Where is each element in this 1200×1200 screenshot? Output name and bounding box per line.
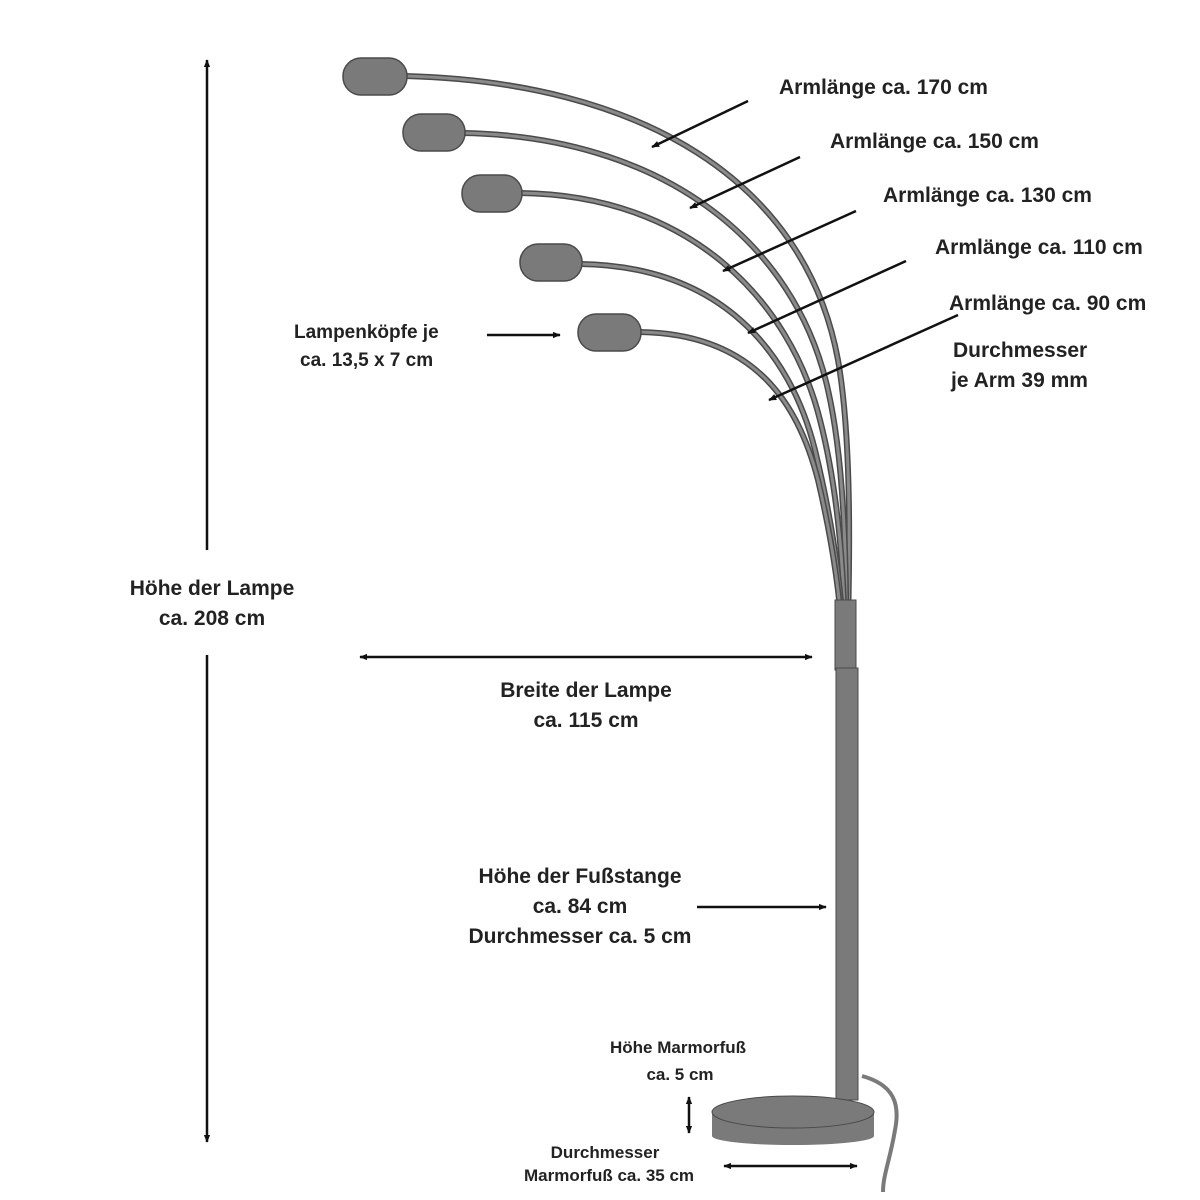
lamp-arm-2 xyxy=(459,130,850,663)
marble-height-line1: Höhe Marmorfuß xyxy=(610,1038,746,1057)
arm-90-arrow xyxy=(768,313,959,402)
marble-height-line2: ca. 5 cm xyxy=(646,1065,713,1084)
marble-diameter-line2: Marmorfuß ca. 35 cm xyxy=(524,1166,694,1185)
lamp-head-2 xyxy=(402,113,466,152)
lamp-upper-pole xyxy=(834,599,857,671)
lamp-head-1 xyxy=(342,57,408,96)
arm-150-arrow xyxy=(689,155,801,210)
power-cable xyxy=(861,1074,899,1193)
arm-diameter-line2: je Arm 39 mm xyxy=(950,369,1088,392)
arm-130-arrow xyxy=(722,209,857,273)
lamp-heads-line2: ca. 13,5 x 7 cm xyxy=(300,350,433,371)
foot-pole-line3: Durchmesser ca. 5 cm xyxy=(469,925,692,948)
height-line1: Höhe der Lampe xyxy=(130,577,295,600)
lamp-head-5 xyxy=(577,313,642,352)
lamp-heads xyxy=(342,57,642,352)
lamp-head-3 xyxy=(461,174,523,213)
height-line2: ca. 208 cm xyxy=(159,607,265,630)
width-line1: Breite der Lampe xyxy=(500,679,672,702)
dimension-arrows xyxy=(203,59,959,1170)
arm-diameter-line1: Durchmesser xyxy=(953,339,1087,362)
lamp-arms xyxy=(402,73,853,663)
lamp-arm-3-fill xyxy=(518,191,847,662)
arm-170-arrow xyxy=(651,99,749,149)
marble-base xyxy=(711,1095,875,1145)
lamp-foot-pole xyxy=(835,667,859,1101)
lamp-head-4 xyxy=(519,243,583,282)
lamp-arm-2-fill xyxy=(460,131,848,662)
lamp-heads-line1: Lampenköpfe je xyxy=(294,322,439,343)
foot-pole-line1: Höhe der Fußstange xyxy=(478,865,681,888)
arm-110-arrow xyxy=(747,259,907,335)
arm-150-label: Armlänge ca. 150 cm xyxy=(830,130,1039,153)
arm-90-label: Armlänge ca. 90 cm xyxy=(949,292,1146,315)
arm-130-label: Armlänge ca. 130 cm xyxy=(883,184,1092,207)
marble-diameter-line1: Durchmesser xyxy=(551,1143,660,1162)
foot-pole-line2: ca. 84 cm xyxy=(533,895,628,918)
labels: Armlänge ca. 170 cm Armlänge ca. 150 cm … xyxy=(130,76,1147,1185)
width-line2: ca. 115 cm xyxy=(533,709,638,732)
lamp-arm-5-fill xyxy=(638,330,845,662)
arm-170-label: Armlänge ca. 170 cm xyxy=(779,76,988,99)
lamp-arm-1-fill xyxy=(403,74,851,662)
arm-110-label: Armlänge ca. 110 cm xyxy=(935,236,1143,259)
